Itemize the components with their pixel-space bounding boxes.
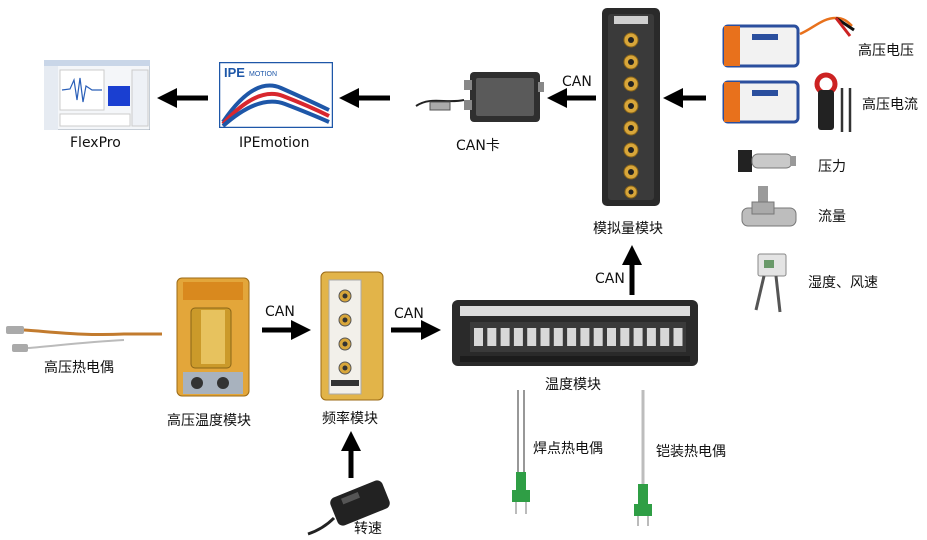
temp-module-slot xyxy=(513,328,523,346)
hv-thermocouple-label: 高压热电偶 xyxy=(44,360,114,376)
hv-voltage-label: 高压电压 xyxy=(858,43,914,59)
temp-module-slot xyxy=(593,328,603,346)
temp-module-slot xyxy=(540,328,550,346)
temp-module-slot xyxy=(633,328,643,346)
armored-thermocouple-device xyxy=(634,390,652,526)
speed-label: 转速 xyxy=(354,521,382,537)
temp-module-slot xyxy=(553,328,563,346)
ipemotion-label: IPEmotion xyxy=(239,135,310,151)
temp-module-slot xyxy=(474,328,483,346)
freq-module-label: 频率模块 xyxy=(322,411,378,427)
analog-module-device xyxy=(602,8,660,206)
flexpro-screenshot xyxy=(44,60,150,130)
weld-thermocouple-device xyxy=(512,390,530,514)
flow-label: 流量 xyxy=(818,209,846,225)
can-label-hv-freq: CAN xyxy=(265,304,295,320)
temp-module-label: 温度模块 xyxy=(545,377,601,393)
flow-sensor xyxy=(741,186,797,227)
can-card-device xyxy=(415,72,544,122)
temp-module-slot xyxy=(567,328,577,346)
temp-module-slot xyxy=(527,328,537,346)
temp-module-slot xyxy=(500,328,510,346)
hv-current-label: 高压电流 xyxy=(862,97,918,113)
humidity-wind-label: 湿度、风速 xyxy=(808,275,878,291)
pressure-label: 压力 xyxy=(818,159,846,175)
temp-module-slot xyxy=(620,328,630,346)
can-label-cancard-analog: CAN xyxy=(562,74,592,90)
temp-module-slot xyxy=(646,328,656,346)
temp-module-slot xyxy=(607,328,616,346)
flexpro-label: FlexPro xyxy=(70,135,121,151)
temp-module-slot xyxy=(673,328,683,346)
hv-temp-module-device xyxy=(176,277,250,397)
ipemotion-logo-sub: MOTION xyxy=(249,71,277,78)
ipemotion-logo-brand: IPE xyxy=(224,65,245,80)
hv-temp-module-label: 高压温度模块 xyxy=(167,413,251,429)
freq-module-device xyxy=(320,271,384,401)
temp-module-slot xyxy=(580,328,590,346)
can-label-temp-analog: CAN xyxy=(595,271,625,287)
analog-module-label: 模拟量模块 xyxy=(593,221,663,237)
can-label-freq-temp: CAN xyxy=(394,306,424,322)
armored-thermocouple-label: 铠装热电偶 xyxy=(656,444,726,460)
hv-current-sensor xyxy=(722,72,852,132)
ipemotion-logo: IPE MOTION xyxy=(219,62,333,128)
temp-module-slot xyxy=(487,328,497,346)
weld-thermocouple-label: 焊点热电偶 xyxy=(533,441,603,457)
pressure-sensor xyxy=(738,150,796,172)
speed-sensor-device xyxy=(307,480,390,536)
can-card-label: CAN卡 xyxy=(456,138,500,154)
humidity-wind-sensor xyxy=(754,253,787,313)
temp-module-device xyxy=(452,300,698,366)
hv-voltage-sensor xyxy=(722,16,855,68)
hv-thermocouple-device xyxy=(6,326,162,352)
temp-module-slot xyxy=(660,328,670,346)
